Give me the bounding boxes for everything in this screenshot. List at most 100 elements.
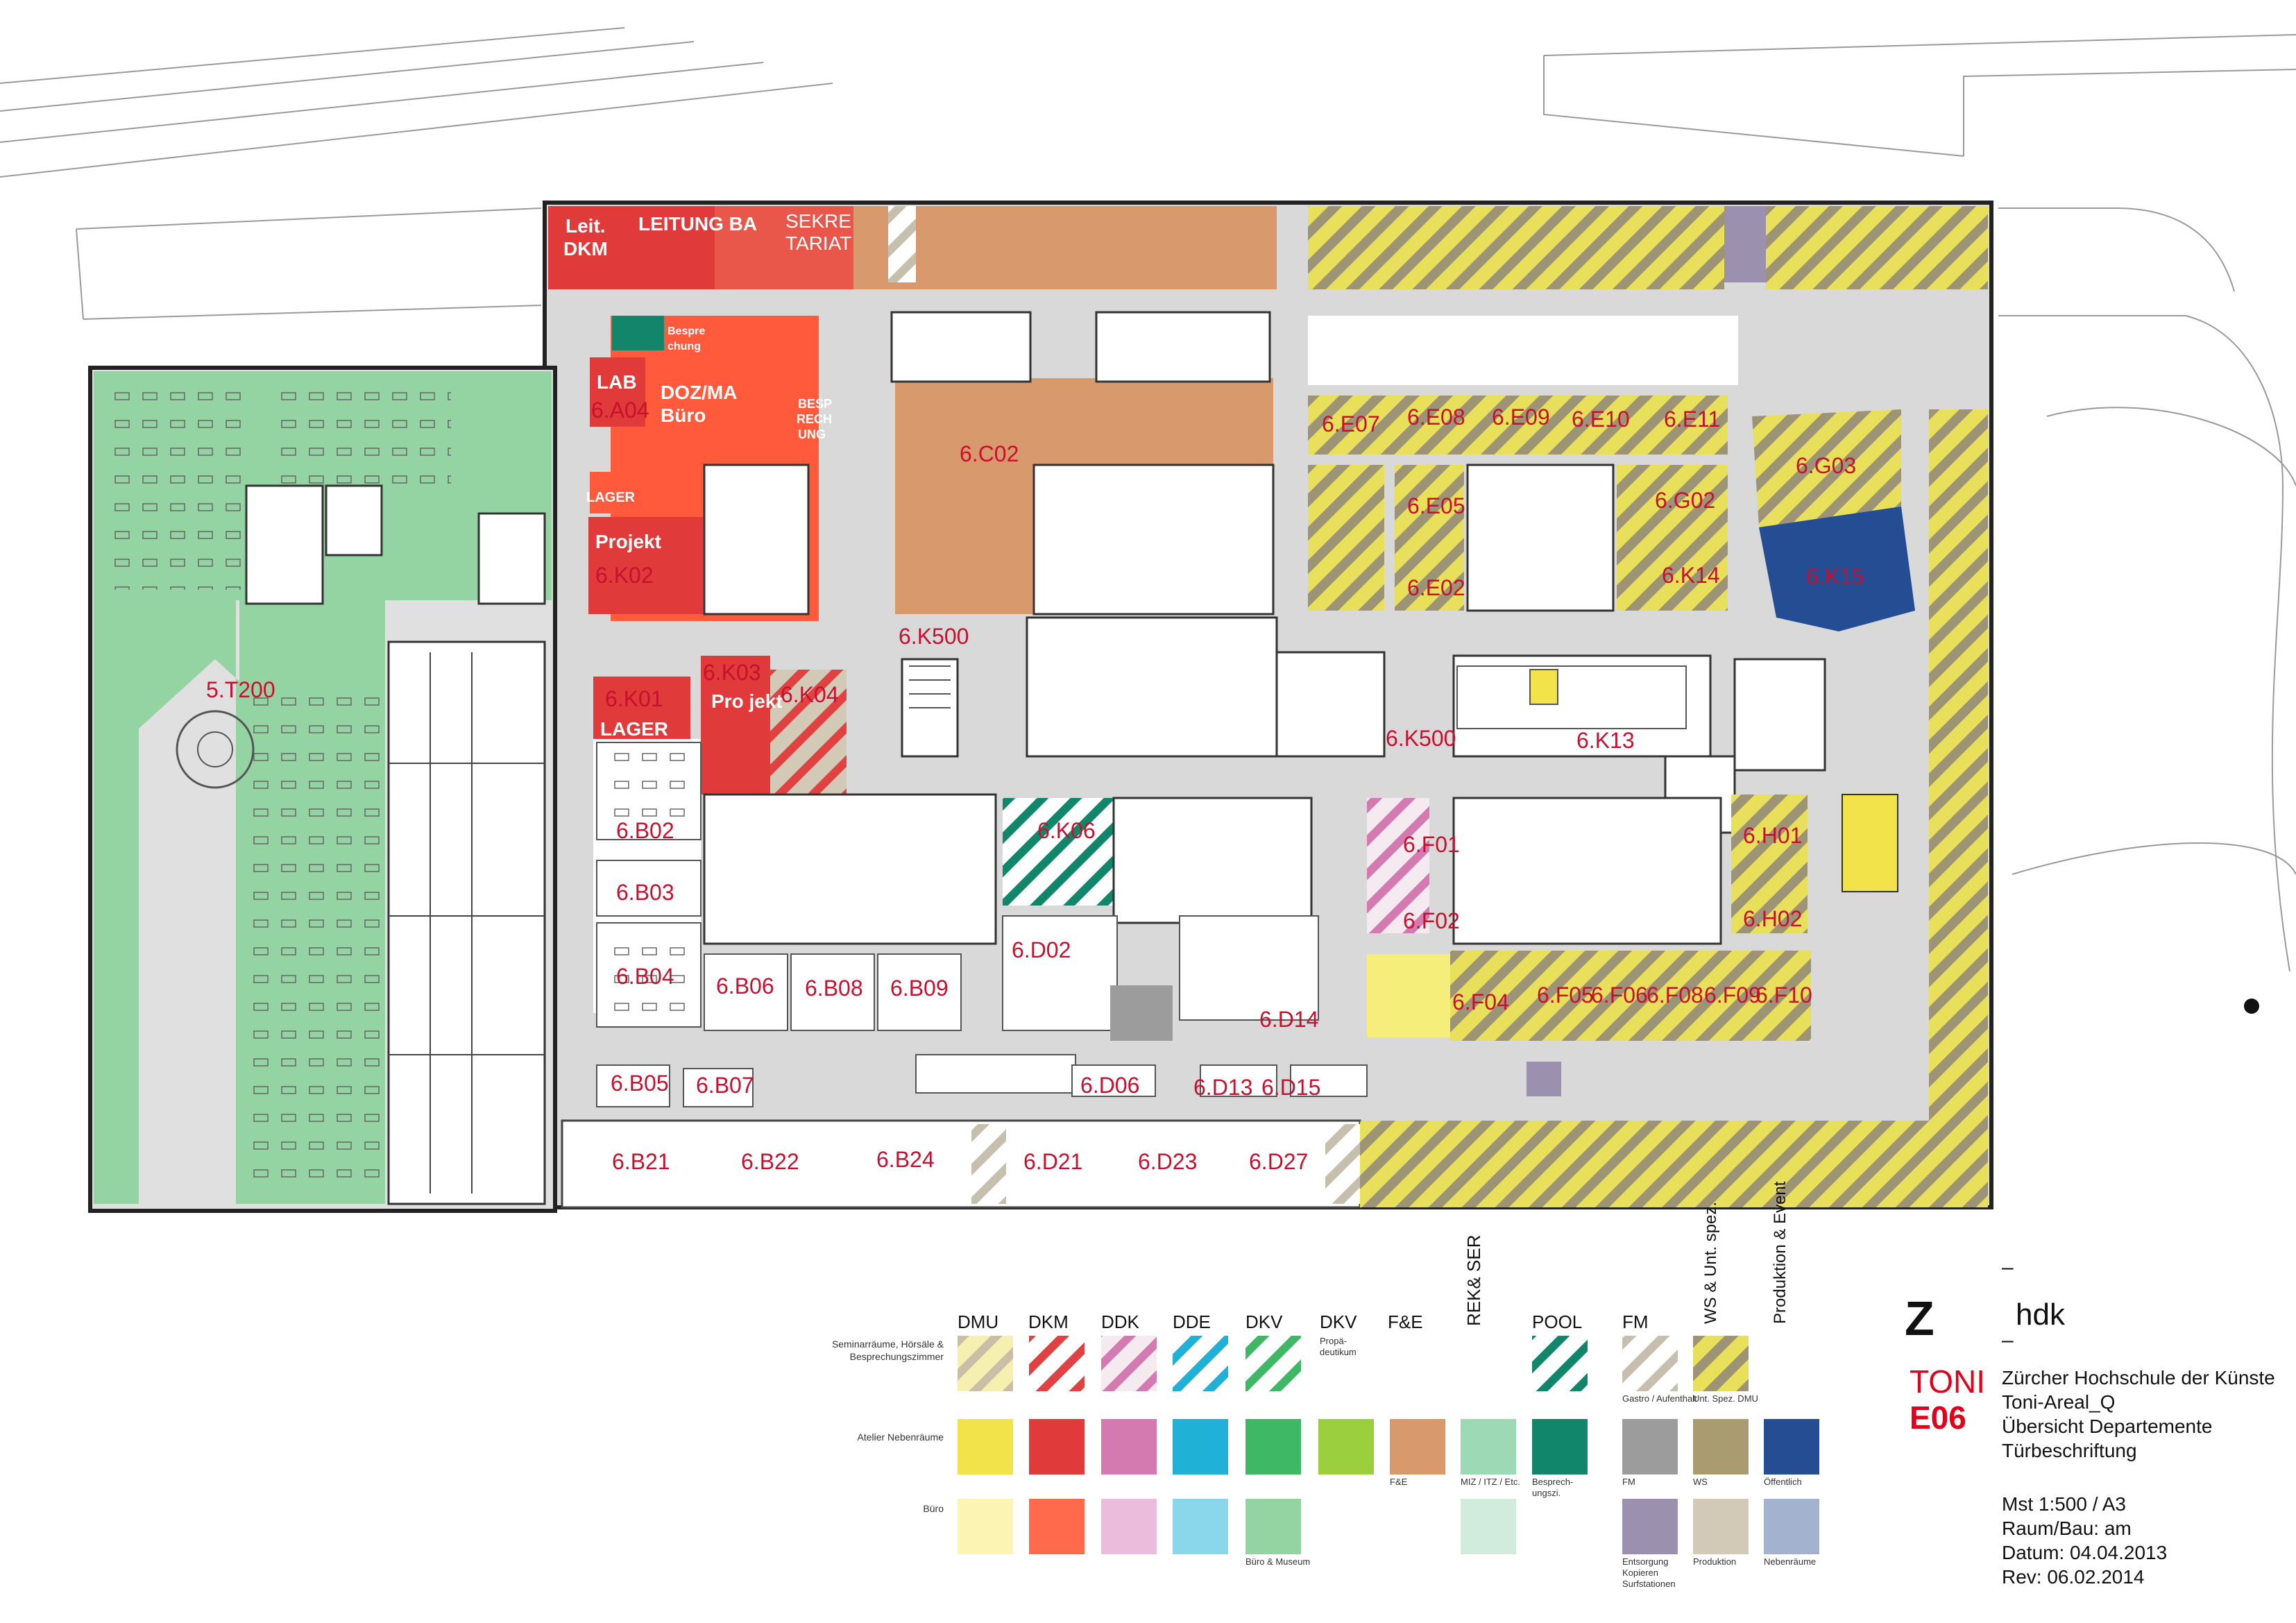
- room-label: 6.D15: [1261, 1075, 1320, 1100]
- legend-caption: Unt. Spez. DMU: [1693, 1393, 1758, 1404]
- room-label: 6.B21: [612, 1149, 670, 1174]
- legend-caption: Besprech-ungszi.: [1532, 1477, 1574, 1498]
- legend-header: POOL: [1532, 1311, 1583, 1332]
- legend-swatch: [958, 1419, 1013, 1475]
- room-label: 6.K13: [1576, 728, 1635, 753]
- legend-header: DKV: [1245, 1311, 1283, 1332]
- meta-block: Mst 1:500 / A3 Raum/Bau: am Datum: 04.04…: [2002, 1492, 2167, 1589]
- room-label: 6.D14: [1259, 1007, 1318, 1032]
- title-block: Zürcher Hochschule der Künste Toni-Areal…: [2002, 1366, 2275, 1463]
- zone-label: LAGER: [586, 490, 636, 505]
- desk-grid: [604, 749, 697, 833]
- room-label: 6.E07: [1322, 411, 1380, 436]
- room-label: 6.E08: [1407, 405, 1465, 430]
- room-label: 6.E02: [1407, 575, 1465, 600]
- legend-swatch: [1764, 1499, 1819, 1554]
- zone-dkm-top: [548, 206, 853, 621]
- legend-header: DMU: [958, 1311, 999, 1332]
- room-label: 6.B03: [616, 880, 674, 905]
- legend-swatch: [1101, 1419, 1157, 1475]
- room-label: 6.B09: [890, 976, 949, 1001]
- legend-swatch: [1532, 1419, 1588, 1475]
- legend-swatch: [1245, 1499, 1301, 1554]
- toni-label: TONI: [1910, 1363, 1986, 1400]
- west-core-lines: [389, 652, 545, 1193]
- room-label: 6.K14: [1662, 563, 1720, 588]
- room-label: 6.A04: [591, 398, 649, 423]
- legend-row-label: Seminarräume, Hörsäle & Besprechungszimm…: [831, 1339, 944, 1362]
- legend-row-label: Atelier Nebenräume: [857, 1431, 944, 1443]
- zone-label: UNG: [798, 427, 826, 441]
- zone-fe: [853, 206, 1277, 615]
- legend-header: F&E: [1388, 1311, 1423, 1332]
- room-label: 6.K03: [703, 660, 761, 685]
- desk-grid: [604, 930, 697, 1020]
- meta-line: Rev: 06.02.2014: [2002, 1566, 2145, 1588]
- room-label: 6.D06: [1080, 1073, 1139, 1098]
- zone-label: DKM: [563, 238, 608, 260]
- meta-line: Datum: 04.04.2013: [2002, 1542, 2168, 1563]
- info-line: Türbeschriftung: [2002, 1440, 2137, 1461]
- legend-row-label: Büro: [923, 1503, 944, 1514]
- room-label: 6.B06: [716, 974, 774, 999]
- room-label: 6.F04: [1452, 989, 1509, 1014]
- zone-k13: [909, 665, 1687, 729]
- zone-label: SEKRE: [785, 210, 851, 232]
- toni-title: TONI E06: [1910, 1363, 1985, 1436]
- legend-sub: Propä-deutikum: [1320, 1336, 1357, 1357]
- room-label: 6.D02: [1012, 937, 1071, 962]
- room-label: 6.E10: [1572, 407, 1630, 432]
- zone-south: [561, 1054, 1988, 1209]
- zone-dmu-north: [1308, 206, 1988, 289]
- zone-pool: [1002, 797, 1319, 1041]
- room-label: 6.F09: [1704, 983, 1761, 1008]
- legend-swatch: [1101, 1499, 1157, 1554]
- zone-label: LAB: [597, 371, 637, 393]
- legend-swatch: [1461, 1499, 1516, 1554]
- room-label: 6.D13: [1193, 1075, 1252, 1100]
- legend-caption: FM: [1622, 1477, 1635, 1487]
- room-label: 5.T200: [206, 677, 275, 702]
- floor-label: E06: [1910, 1400, 1966, 1436]
- marker-dot: [2244, 999, 2259, 1014]
- room-label: 6.F06: [1591, 983, 1648, 1008]
- room-label: 6.K04: [781, 682, 839, 707]
- room-label: 6.K500: [899, 624, 969, 649]
- meta-line: Mst 1:500 / A3: [2002, 1493, 2126, 1515]
- zhdk-logo: Z: [1905, 1291, 1934, 1345]
- zone-label: BESP: [798, 397, 832, 411]
- room-label: 6.E09: [1492, 405, 1550, 430]
- room-label: 6.K06: [1037, 818, 1096, 843]
- legend-swatch: [1029, 1419, 1085, 1475]
- room-label: 6.D27: [1249, 1149, 1308, 1174]
- legend-header: DDE: [1173, 1311, 1211, 1332]
- legend-header: WS & Unt. spez.: [1701, 1201, 1720, 1324]
- room-label: 6.B24: [876, 1147, 935, 1172]
- room-labels: 6.A04 6.K02 6.K01 6.K03 6.K04 6.C02 6.K5…: [206, 398, 1864, 1174]
- zone-label: Büro: [661, 405, 706, 426]
- zone-label: Pro jekt: [711, 690, 783, 712]
- room-label: 6.H02: [1743, 906, 1802, 931]
- info-line: Übersicht Departemente: [2002, 1416, 2213, 1437]
- zone-label: LEITUNG BA: [638, 213, 757, 235]
- zone-label: Leit.: [566, 215, 606, 237]
- zone-label: TARIAT: [785, 232, 851, 254]
- room-label: 6.B04: [616, 964, 674, 989]
- west-core: [245, 484, 546, 1205]
- legend-swatch: [1390, 1419, 1445, 1475]
- legend-swatch: [1693, 1499, 1749, 1554]
- legend-swatch: [958, 1499, 1013, 1554]
- room-label: 6.D21: [1023, 1149, 1082, 1174]
- room-label: 6.B02: [616, 818, 674, 843]
- brand-name: hdk: [2016, 1298, 2065, 1332]
- room-label: 6.H01: [1743, 823, 1802, 848]
- legend-caption: Büro & Museum: [1245, 1556, 1311, 1567]
- legend-swatch: [1693, 1419, 1749, 1475]
- room-label: 6.F02: [1403, 908, 1460, 933]
- room-label: 6.B05: [611, 1071, 669, 1096]
- legend-swatch: [1764, 1419, 1819, 1475]
- legend-header: REK& SER: [1463, 1234, 1484, 1327]
- legend-swatch: [1622, 1499, 1678, 1554]
- zone-label: LAGER: [600, 718, 668, 740]
